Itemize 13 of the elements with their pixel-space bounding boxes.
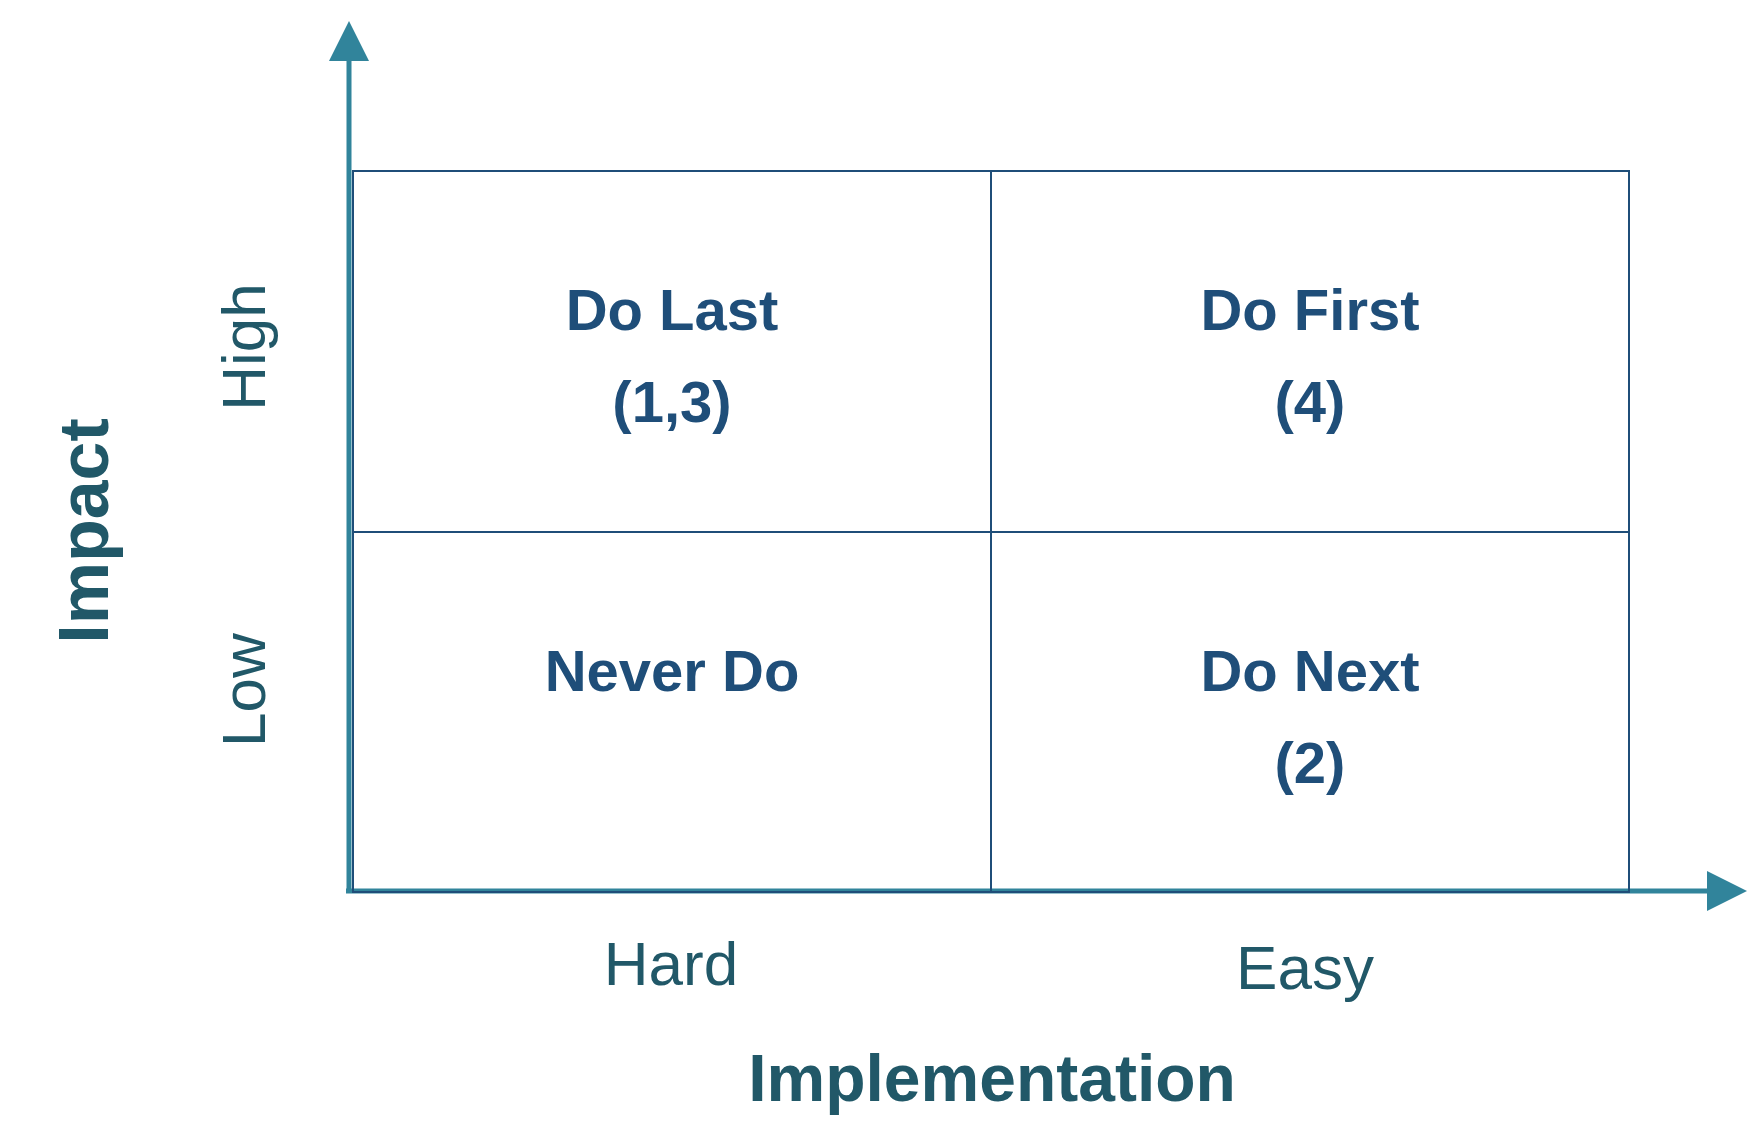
quadrant-title: Do First — [1200, 276, 1420, 344]
quadrant-cell — [990, 170, 1630, 533]
axis-tick-label: Low — [213, 633, 275, 747]
quadrant-cell — [352, 531, 992, 893]
quadrant-item-list: (2) — [1274, 717, 1346, 809]
quadrant-title: Do Last — [565, 276, 779, 344]
quadrant-item-list: (4) — [1274, 356, 1346, 448]
quadrant-cell — [352, 170, 992, 533]
quadrant-title: Do Next — [1200, 637, 1420, 705]
axis-tick-label: Hard — [603, 933, 739, 995]
quadrant-cell — [990, 531, 1630, 893]
quadrant-item-list: (1,3) — [612, 356, 732, 448]
quadrant-title: Never Do — [544, 637, 800, 705]
